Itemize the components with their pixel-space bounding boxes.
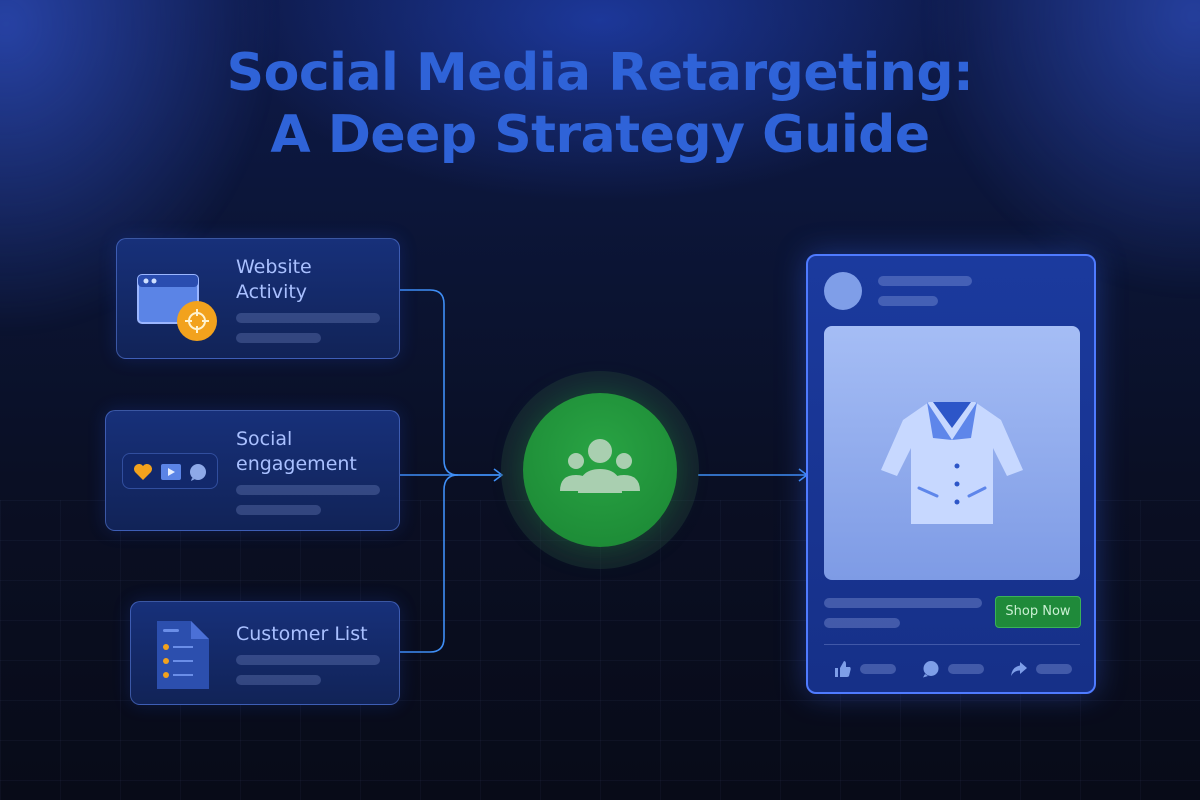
post-caption-bar [824,598,982,608]
source-card-customer-list: Customer List [130,601,400,705]
post-header-bar [878,296,938,306]
arrowhead-center [493,468,504,482]
connector-customer [400,474,459,653]
post-divider [824,644,1080,645]
page-title: Social Media Retargeting: A Deep Strateg… [0,42,1200,166]
like-action[interactable] [834,658,900,680]
placeholder-bar [236,505,321,515]
source-label-line: engagement [236,453,357,475]
source-label-website: Website Activity [236,255,312,305]
comment-action[interactable] [922,658,988,680]
share-count-bar [1036,664,1072,674]
comment-bubble-icon [190,464,206,481]
connector-website [400,289,500,476]
share-action[interactable] [1010,658,1076,680]
placeholder-bar [236,675,321,685]
heart-icon [134,464,152,480]
avatar [824,272,862,310]
post-header-bar [878,276,972,286]
source-card-website-activity: Website Activity [116,238,400,359]
title-line-2: A Deep Strategy Guide [270,105,930,165]
engagement-icons [122,453,218,489]
source-card-social-engagement: Social engagement [105,410,400,531]
source-label-line: Customer List [236,623,368,645]
shop-now-button[interactable]: Shop Now [995,596,1081,628]
placeholder-bar [236,333,321,343]
like-count-bar [860,664,896,674]
customer-list-document-icon [157,621,209,689]
ad-post-card: Shop Now [806,254,1096,694]
play-icon [161,464,181,480]
product-image[interactable] [824,326,1080,580]
audience-node [523,393,677,547]
title-line-1: Social Media Retargeting: [226,43,974,103]
audience-group-icon [560,439,640,493]
comment-icon [923,661,939,678]
post-caption-bar [824,618,900,628]
jacket-icon [881,402,1023,524]
like-icon [835,661,851,677]
placeholder-bar [236,655,380,665]
source-label-line: Social [236,428,293,450]
source-label-social: Social engagement [236,427,357,477]
placeholder-bar [236,313,380,323]
source-label-customer: Customer List [236,622,368,647]
browser-window-target-icon [137,274,217,341]
source-label-line: Activity [236,281,308,303]
placeholder-bar [236,485,380,495]
source-label-line: Website [236,256,312,278]
share-icon [1011,662,1027,676]
comment-count-bar [948,664,984,674]
